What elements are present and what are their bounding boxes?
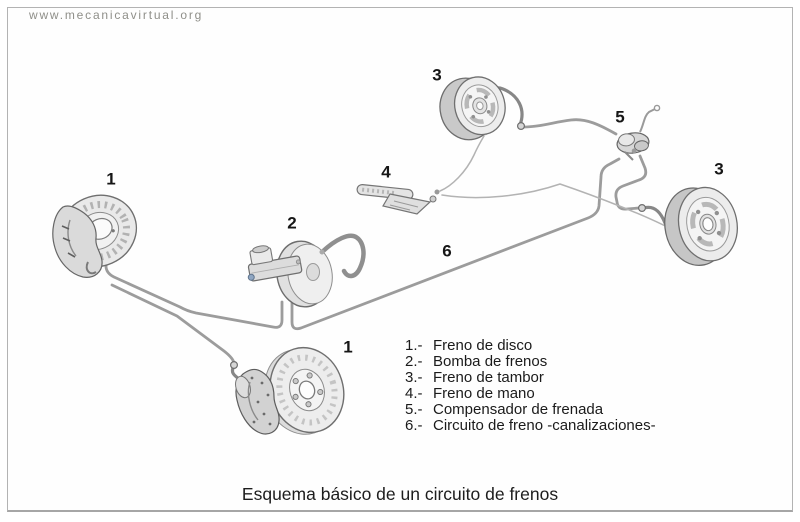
- image-frame: [7, 7, 793, 512]
- pipe-front-bottom: [110, 283, 236, 365]
- legend-label: Bomba de frenos: [433, 353, 548, 370]
- rear-top-drum-brake: [439, 76, 506, 141]
- legend-num: 6.-: [405, 417, 423, 434]
- brake-lines: [104, 118, 648, 365]
- legend-num: 1.-: [405, 337, 423, 354]
- pipe-fittings: [230, 121, 646, 370]
- label-rear-right-drum: 3: [714, 159, 724, 179]
- fitting-top-drum: [516, 121, 525, 130]
- label-front-bottom-disc: 1: [343, 337, 353, 357]
- legend-num: 2.-: [405, 353, 423, 370]
- fitting-right-drum: [637, 204, 646, 213]
- label-handbrake: 4: [381, 162, 391, 182]
- legend-item-2: 2.- Bomba de frenos: [405, 354, 656, 370]
- cable-to-right-drum: [441, 183, 674, 231]
- legend-label: Circuito de freno -canalizaciones-: [433, 417, 656, 434]
- legend-num: 3.-: [405, 369, 423, 386]
- legend-num: 5.-: [405, 401, 423, 418]
- rear-right-drum-brake: [664, 186, 738, 267]
- bleeder-front-left: [85, 261, 97, 275]
- master-cylinder: [247, 233, 366, 308]
- pipe-front-left: [104, 264, 284, 329]
- label-master-cylinder: 2: [287, 213, 297, 233]
- legend-item-4: 4.- Freno de mano: [405, 386, 656, 402]
- front-bottom-disc-brake: [235, 346, 345, 435]
- legend-label: Compensador de frenada: [433, 401, 604, 418]
- legend-item-1: 1.- Freno de disco: [405, 338, 656, 354]
- watermark-url: www.mecanicavirtual.org: [29, 8, 204, 22]
- legend-num: 4.-: [405, 385, 423, 402]
- legend-item-3: 3.- Freno de tambor: [405, 370, 656, 386]
- legend-item-5: 5.- Compensador de frenada: [405, 402, 656, 418]
- pipe-rear-right: [614, 154, 648, 211]
- legend: 1.- Freno de disco 2.- Bomba de frenos 3…: [405, 338, 656, 434]
- diagram-title: Esquema básico de un circuito de frenos: [241, 484, 559, 504]
- label-front-left-disc: 1: [106, 169, 116, 189]
- handbrake-lever: [356, 183, 437, 215]
- legend-item-6: 6.- Circuito de freno -canalizaciones-: [405, 418, 656, 434]
- fitting-bottom-disc: [230, 361, 239, 370]
- brake-compensator: [616, 104, 661, 161]
- front-left-disc-brake: [52, 194, 138, 278]
- legend-label: Freno de disco: [433, 337, 533, 354]
- legend-label: Freno de tambor: [433, 369, 544, 386]
- pipe-rear-top: [522, 118, 618, 136]
- pipe-rear-main: [290, 157, 621, 331]
- label-brake-lines: 6: [442, 241, 452, 261]
- handbrake-cables: [434, 135, 674, 231]
- label-rear-top-drum: 3: [432, 65, 442, 85]
- bleeder-valve: [247, 273, 255, 281]
- label-compensator: 5: [615, 107, 625, 127]
- cable-equalizer: [434, 189, 440, 195]
- caliper-front-left: [52, 205, 103, 278]
- cable-to-top-drum: [439, 135, 485, 192]
- legend-label: Freno de mano: [433, 385, 535, 402]
- pedal-lever: [319, 233, 366, 279]
- compensator-bracket: [639, 108, 656, 133]
